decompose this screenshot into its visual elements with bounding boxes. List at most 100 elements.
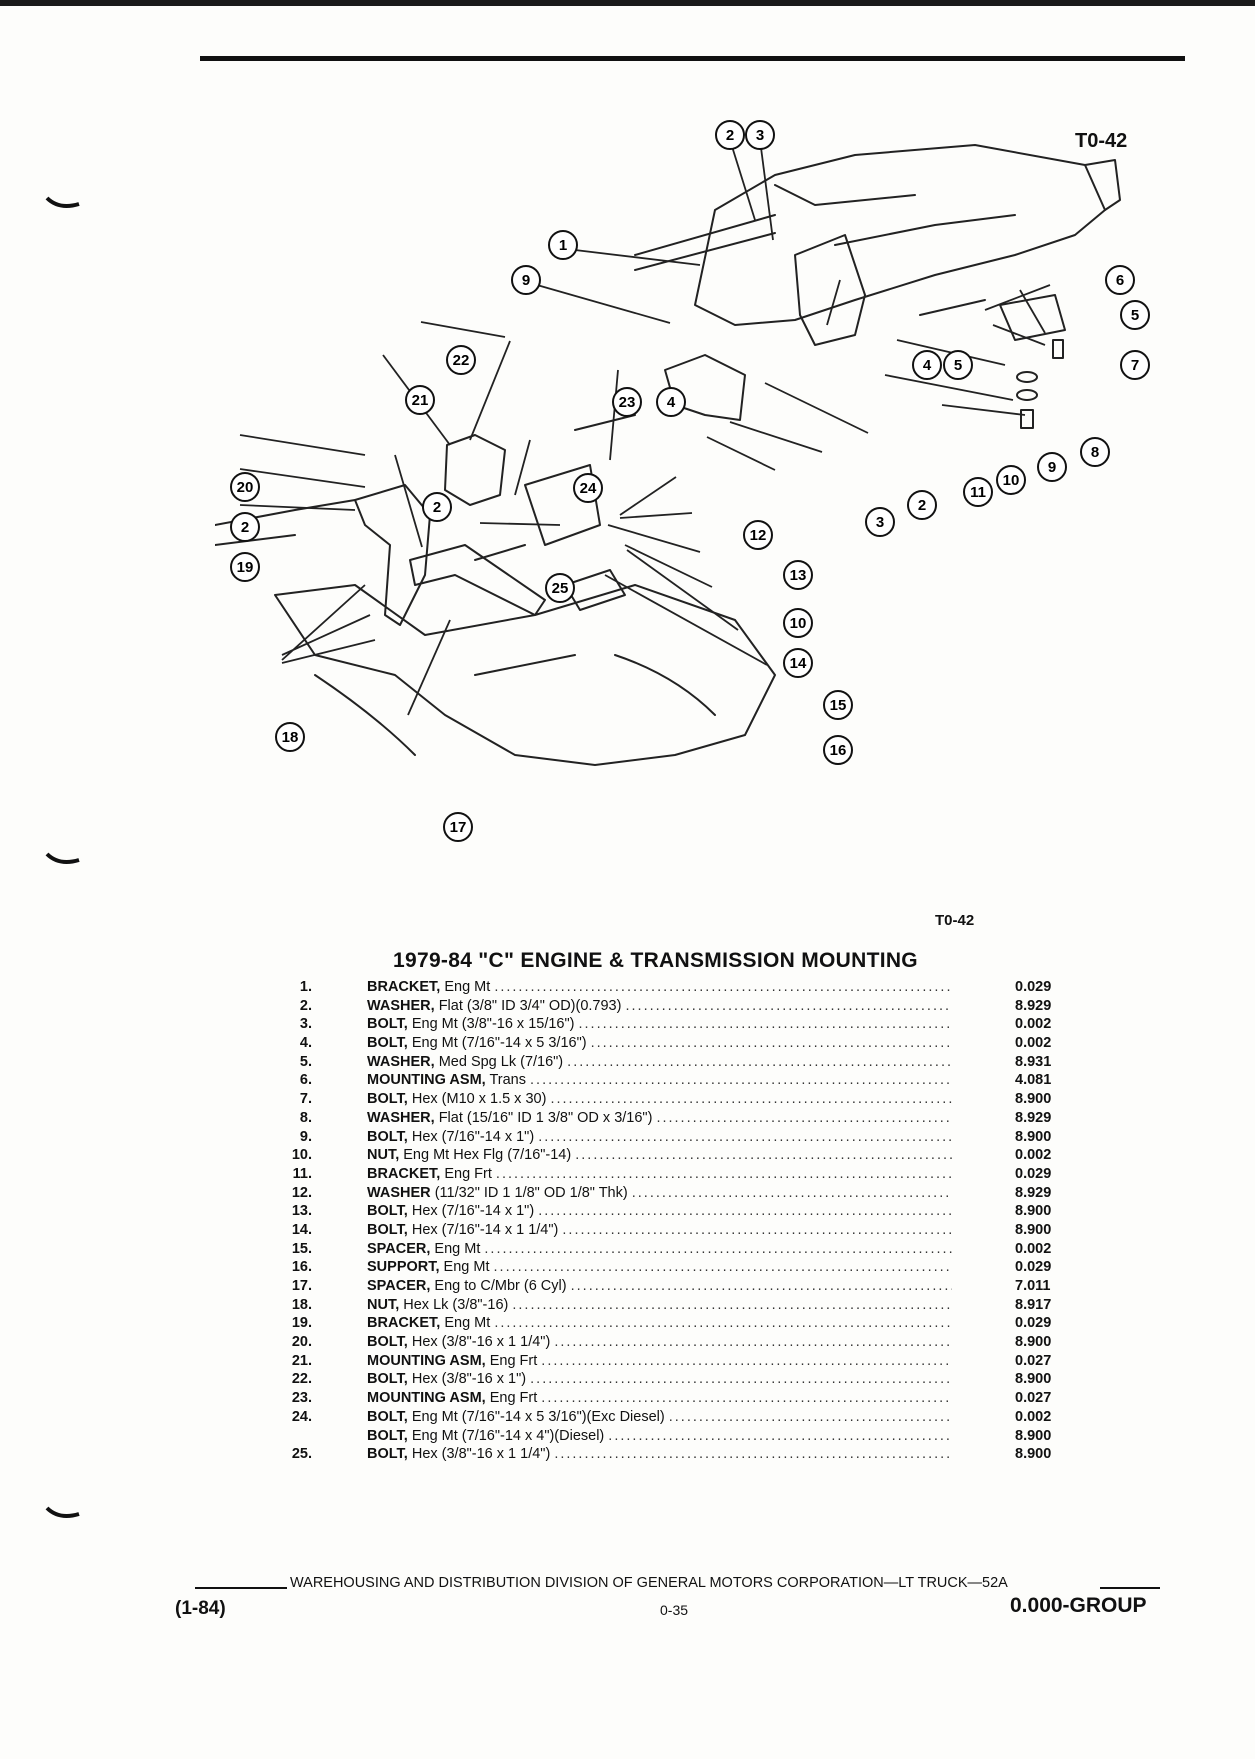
leader-dots: ........................................…	[495, 1165, 952, 1182]
part-number: 23.	[291, 1390, 312, 1407]
part-description: BOLT, Hex (7/16"-14 x 1") ..............…	[367, 1128, 952, 1147]
part-description: NUT, Hex Lk (3/8"-16) ..................…	[367, 1296, 952, 1315]
figure-code: T0-42	[1075, 130, 1128, 152]
part-detail: Eng Mt Hex Flg (7/16"-14)	[403, 1147, 572, 1164]
callout-marker: 25	[545, 573, 575, 603]
part-description: BOLT, Hex (M10 x 1.5 x 30) .............…	[367, 1090, 952, 1109]
part-code: 0.029	[1015, 1165, 1052, 1182]
callout-marker: 7	[1120, 350, 1150, 380]
leader-dots: ........................................…	[578, 1016, 953, 1033]
part-number: 20.	[291, 1334, 312, 1351]
callout-marker: 8	[1080, 437, 1110, 467]
svg-text:2: 2	[433, 499, 441, 516]
leader-dots: ........................................…	[631, 1184, 952, 1201]
part-detail: Hex (3/8"-16 x 1")	[411, 1371, 527, 1388]
transmission-case	[694, 144, 1106, 326]
part-row: 12. WASHER (11/32" ID 1 1/8" OD 1/8" Thk)…	[275, 1184, 1075, 1203]
svg-text:5: 5	[954, 357, 962, 374]
svg-text:9: 9	[1048, 459, 1056, 476]
svg-text:2: 2	[918, 497, 926, 514]
part-row: 9.BOLT, Hex (7/16"-14 x 1") ............…	[275, 1128, 1075, 1147]
svg-text:6: 6	[1116, 272, 1124, 289]
part-detail: Trans	[489, 1072, 526, 1089]
callout-marker: 23	[612, 387, 642, 417]
part-row: 16.SUPPORT, Eng Mt .....................…	[275, 1258, 1075, 1277]
part-name: BOLT,	[367, 1221, 408, 1238]
part-name: MOUNTING ASM,	[367, 1072, 486, 1089]
part-name: SPACER,	[367, 1278, 431, 1294]
engine-support	[564, 569, 626, 611]
page-top-edge	[0, 0, 1255, 6]
leader-dots: ........................................…	[530, 1371, 952, 1388]
callout-marker: 2	[715, 120, 745, 150]
part-number: 12.	[291, 1184, 312, 1201]
page-title: 1979-84 "C" ENGINE & TRANSMISSION MOUNTI…	[393, 949, 918, 972]
part-code: 8.931	[1015, 1053, 1052, 1070]
leader-dots: ........................................…	[541, 1352, 952, 1369]
part-row: 1.BRACKET, Eng Mt ......................…	[275, 978, 1075, 997]
part-description: BOLT, Eng Mt (3/8"-16 x 15/16") ........…	[367, 1015, 952, 1034]
part-description: MOUNTING ASM, Eng Frt ..................…	[367, 1389, 952, 1408]
part-number: 1.	[299, 979, 312, 995]
part-description: WASHER (11/32" ID 1 1/8" OD 1/8" Thk) ..…	[367, 1184, 952, 1203]
svg-text:8: 8	[1091, 444, 1099, 461]
part-description: BOLT, Hex (3/8"-16 x 1 1/4") ...........…	[367, 1333, 952, 1352]
part-row: 23. MOUNTING ASM, Eng Frt ...............…	[275, 1389, 1075, 1408]
part-code: 8.900	[1015, 1427, 1052, 1444]
leader-dots: ........................................…	[541, 1390, 952, 1407]
part-code: 8.929	[1015, 1184, 1052, 1201]
part-detail: Hex (7/16"-14 x 1 1/4")	[411, 1221, 559, 1238]
part-detail: (11/32" ID 1 1/8" OD 1/8" Thk)	[434, 1184, 628, 1201]
svg-text:12: 12	[750, 527, 767, 544]
svg-text:9: 9	[522, 272, 530, 289]
svg-text:24: 24	[580, 480, 597, 497]
part-row: 3.BOLT, Eng Mt (3/8"-16 x 15/16") ......…	[275, 1015, 1075, 1034]
part-detail: Eng to C/Mbr (6 Cyl)	[434, 1278, 567, 1294]
part-name: WASHER	[367, 1184, 431, 1201]
svg-text:3: 3	[756, 127, 764, 144]
part-code: 0.002	[1015, 1016, 1052, 1033]
part-detail: Eng Frt	[489, 1390, 538, 1407]
part-code: 8.900	[1015, 1446, 1052, 1463]
binder-tick-mark	[45, 196, 80, 208]
leader-dots: ........................................…	[484, 1240, 952, 1257]
part-number: 7.	[299, 1091, 312, 1108]
part-detail: Eng Frt	[444, 1165, 492, 1182]
part-row: 11.BRACKET, Eng Frt ....................…	[275, 1165, 1075, 1184]
part-number: 15.	[291, 1240, 312, 1257]
part-name: BOLT,	[367, 1035, 408, 1052]
part-code: 4.081	[1015, 1072, 1052, 1089]
part-description: WASHER, Med Spg Lk (7/16") .............…	[367, 1053, 952, 1072]
part-description: SPACER, Eng Mt .........................…	[367, 1240, 952, 1259]
part-name: BOLT,	[367, 1427, 408, 1444]
part-code: 8.929	[1015, 997, 1052, 1014]
footer-publisher-line: WAREHOUSING AND DISTRIBUTION DIVISION OF…	[290, 1575, 1008, 1591]
svg-text:4: 4	[667, 394, 676, 411]
leader-dots: ........................................…	[554, 1334, 952, 1351]
svg-text:19: 19	[237, 559, 254, 576]
callout-marker: 9	[1037, 452, 1067, 482]
leader-dots: ........................................…	[530, 1072, 952, 1089]
part-number: 13.	[291, 1203, 312, 1220]
part-description: BOLT, Eng Mt (7/16"-14 x 4")(Diesel) ...…	[367, 1427, 952, 1446]
part-code: 0.027	[1015, 1390, 1052, 1407]
leader-dots: ........................................…	[494, 979, 952, 995]
part-number: 4.	[299, 1035, 312, 1052]
part-row: 24.BOLT, Eng Mt (7/16"-14 x 5 3/16")(Exc…	[275, 1408, 1075, 1427]
part-code: 7.011	[1015, 1278, 1051, 1294]
part-number: 19.	[291, 1315, 312, 1332]
part-number: 10.	[291, 1147, 312, 1164]
crossmember-spacer	[409, 544, 546, 616]
part-name: BOLT,	[367, 1446, 408, 1463]
part-row: 22.BOLT, Hex (3/8"-16 x 1") ............…	[275, 1370, 1075, 1389]
svg-text:14: 14	[790, 655, 807, 672]
part-detail: Hex (7/16"-14 x 1")	[411, 1128, 535, 1145]
svg-text:18: 18	[282, 729, 299, 746]
part-name: BOLT,	[367, 1128, 408, 1145]
part-number: 11.	[292, 1165, 312, 1182]
part-row: 17.SPACER, Eng to C/Mbr (6 Cyl) ........…	[275, 1277, 1075, 1296]
callout-marker: 10	[996, 465, 1026, 495]
part-description: SPACER, Eng to C/Mbr (6 Cyl) ...........…	[367, 1277, 952, 1296]
callout-marker: 13	[783, 560, 813, 590]
part-description: BOLT, Hex (7/16"-14 x 1") ..............…	[367, 1202, 952, 1221]
